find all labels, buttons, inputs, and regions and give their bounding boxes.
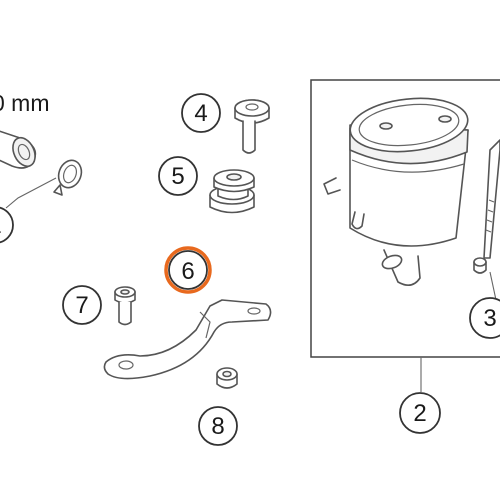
callout-4: 4 bbox=[181, 93, 221, 133]
callout-6: 6 bbox=[164, 246, 212, 294]
grommet-part bbox=[209, 169, 255, 214]
hose-part bbox=[0, 130, 37, 169]
bolt-part bbox=[234, 99, 270, 154]
svg-text:3: 3 bbox=[483, 305, 496, 332]
small-nut-part bbox=[473, 257, 487, 274]
svg-text:2: 2 bbox=[413, 400, 426, 427]
callout-8: 8 bbox=[198, 406, 238, 446]
bracket-part bbox=[103, 299, 272, 380]
svg-text:1: 1 bbox=[0, 212, 2, 239]
leader-line-1 bbox=[5, 177, 57, 209]
dimension-label: 0 mm bbox=[0, 90, 50, 116]
svg-text:5: 5 bbox=[171, 163, 184, 190]
highlight-ring bbox=[164, 246, 212, 294]
svg-text:7: 7 bbox=[75, 292, 88, 319]
nut-part bbox=[216, 367, 238, 389]
callout-3: 3 bbox=[469, 297, 500, 339]
fluid-reservoir-part bbox=[323, 97, 469, 286]
callout-1: 1 bbox=[0, 206, 14, 244]
leader-line-3 bbox=[489, 271, 497, 301]
hose-clamp-part bbox=[53, 159, 83, 196]
mounting-rod-part bbox=[483, 139, 500, 259]
svg-text:8: 8 bbox=[211, 413, 224, 440]
svg-text:4: 4 bbox=[194, 100, 207, 127]
callout-5: 5 bbox=[158, 156, 198, 196]
callout-7: 7 bbox=[62, 285, 102, 325]
screw-part bbox=[114, 286, 136, 326]
reservoir-assembly-box bbox=[310, 79, 500, 358]
svg-text:6: 6 bbox=[181, 258, 194, 285]
callout-2: 2 bbox=[399, 392, 441, 434]
